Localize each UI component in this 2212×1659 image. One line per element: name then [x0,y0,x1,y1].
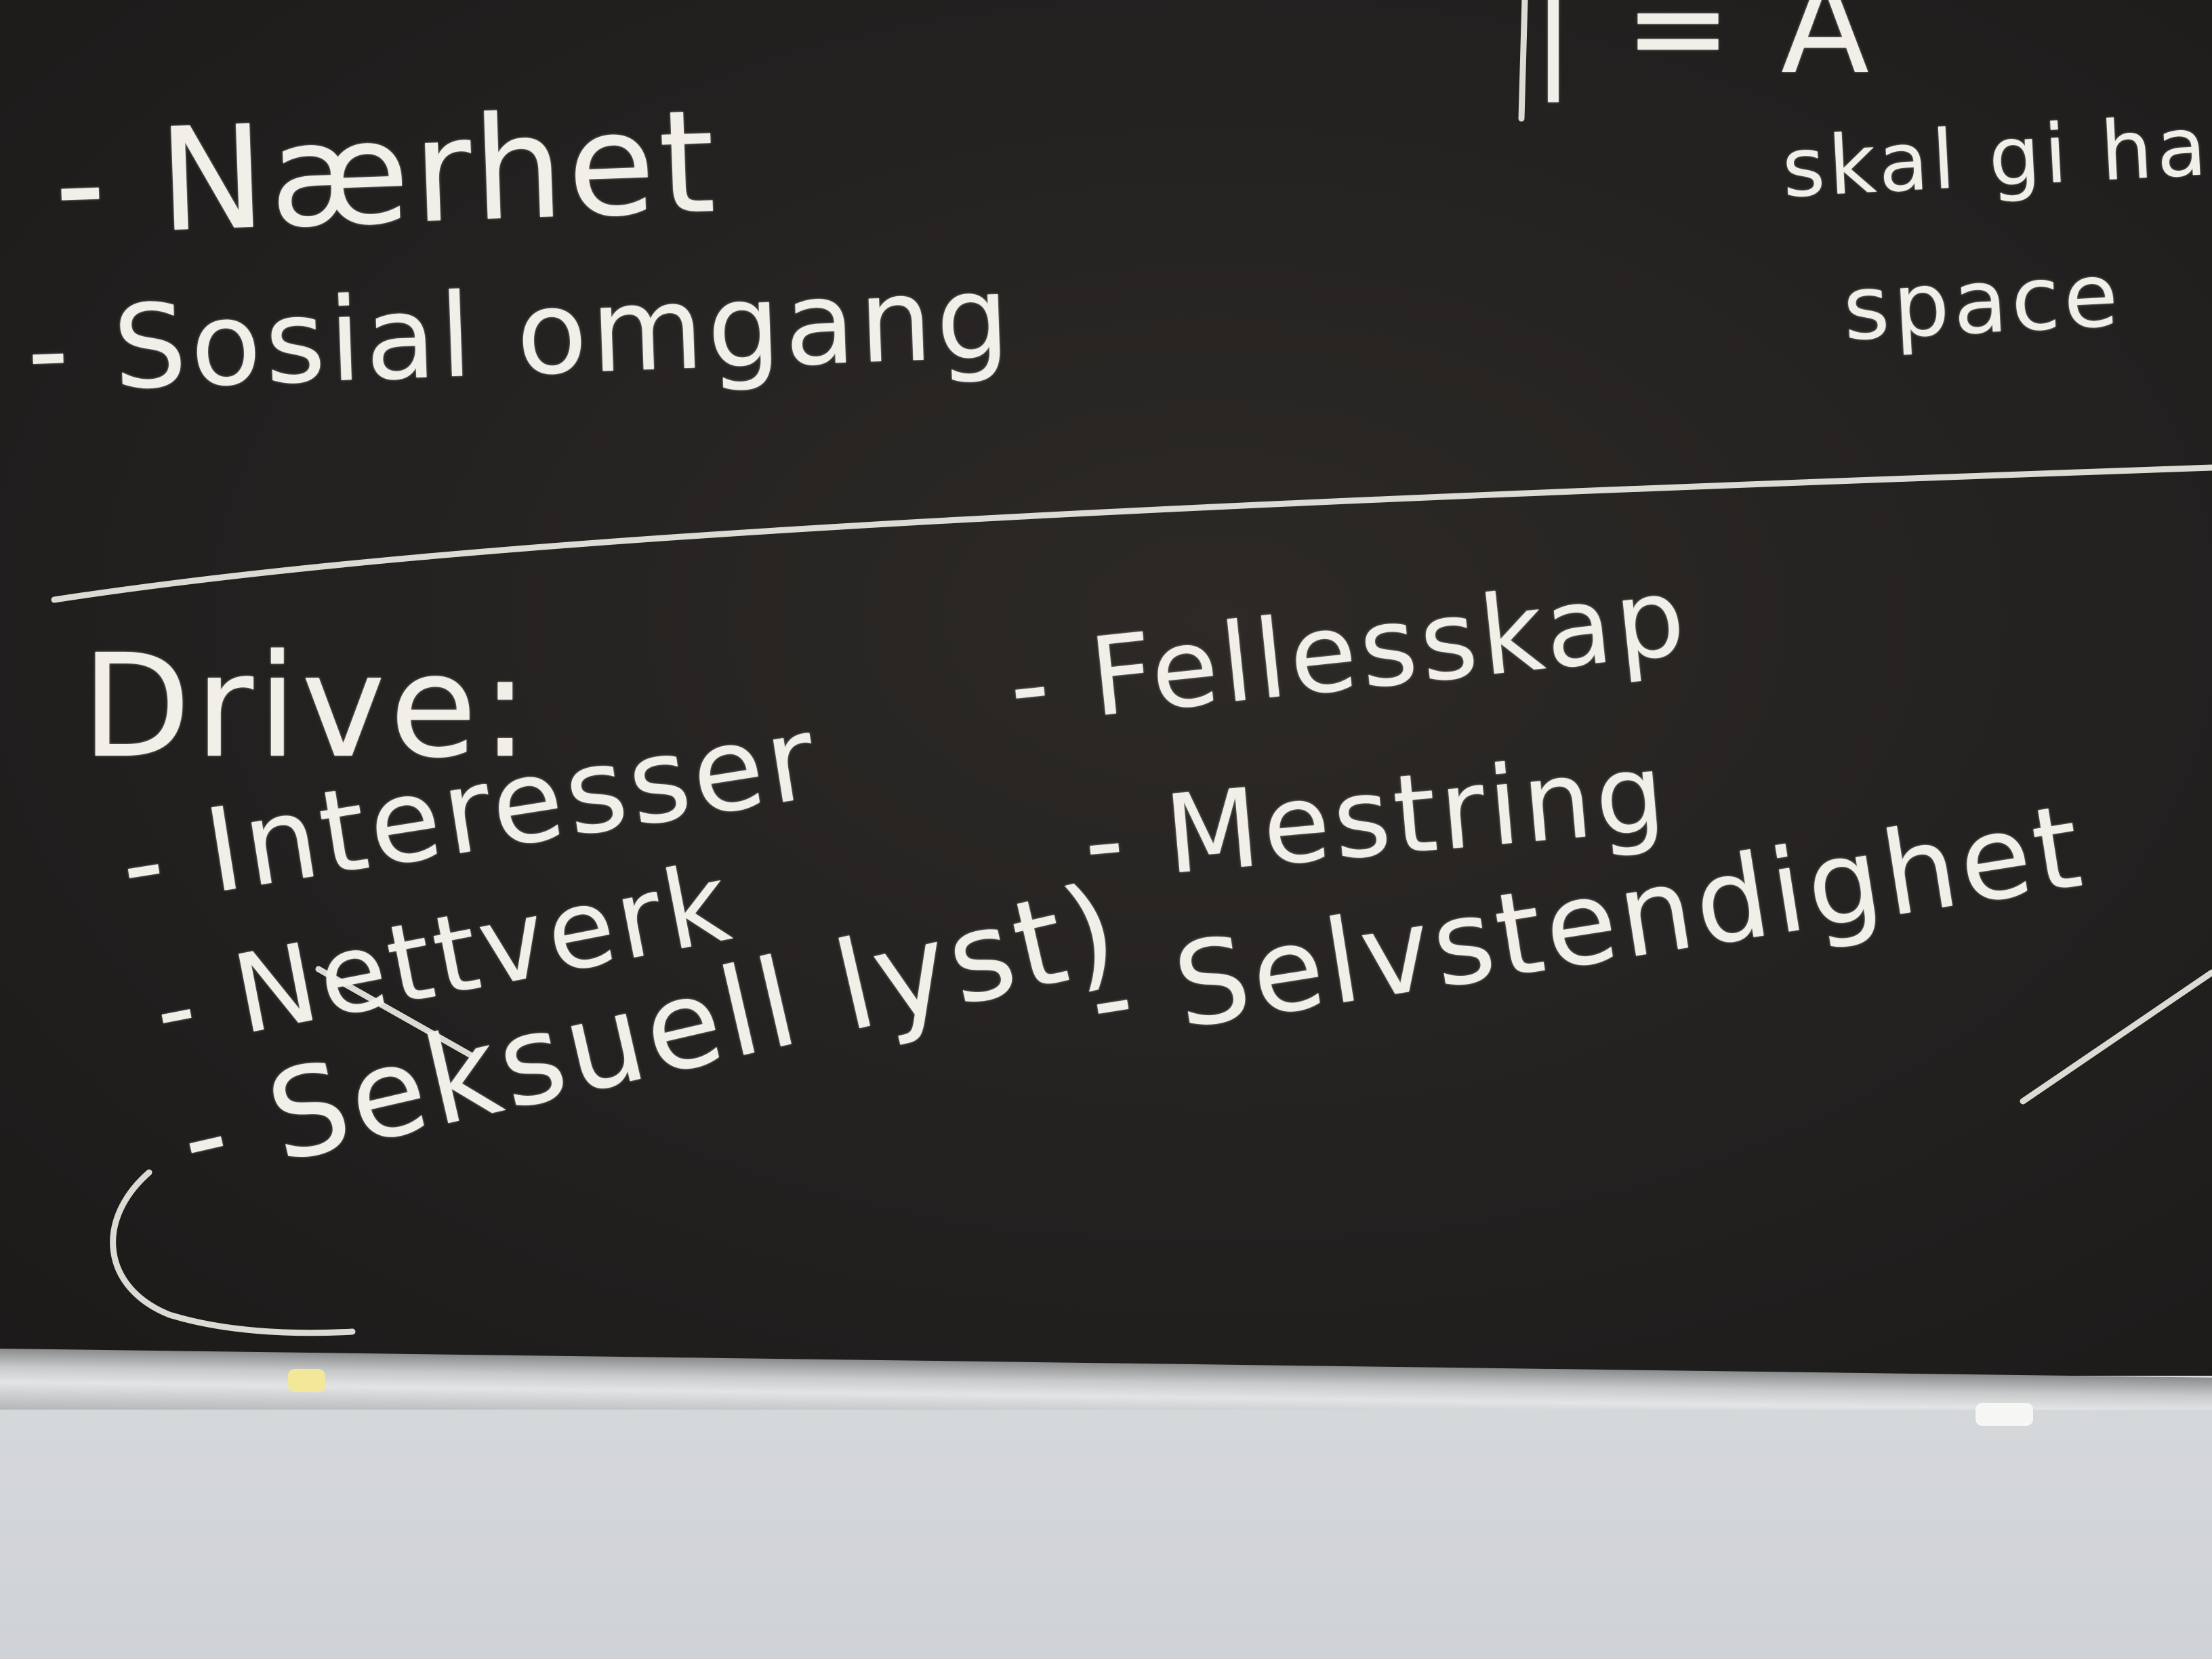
bracket-curve [110,1169,356,1336]
wall [0,1410,2212,1659]
diagonal-line [2020,969,2212,1105]
list-item-naerhet: - Nærhet [51,78,722,268]
divider-line [51,464,2212,603]
white-chalk-piece [1975,1403,2033,1426]
yellow-chalk-piece [288,1369,325,1392]
right-text-line-3: space [1841,243,2125,361]
chalkboard [0,0,2212,1376]
vertical-bar [1518,0,1528,122]
drive-heading: Drive: [81,623,533,790]
right-text-line-1: | = A [1532,0,1873,102]
strike-mark [315,966,478,1061]
